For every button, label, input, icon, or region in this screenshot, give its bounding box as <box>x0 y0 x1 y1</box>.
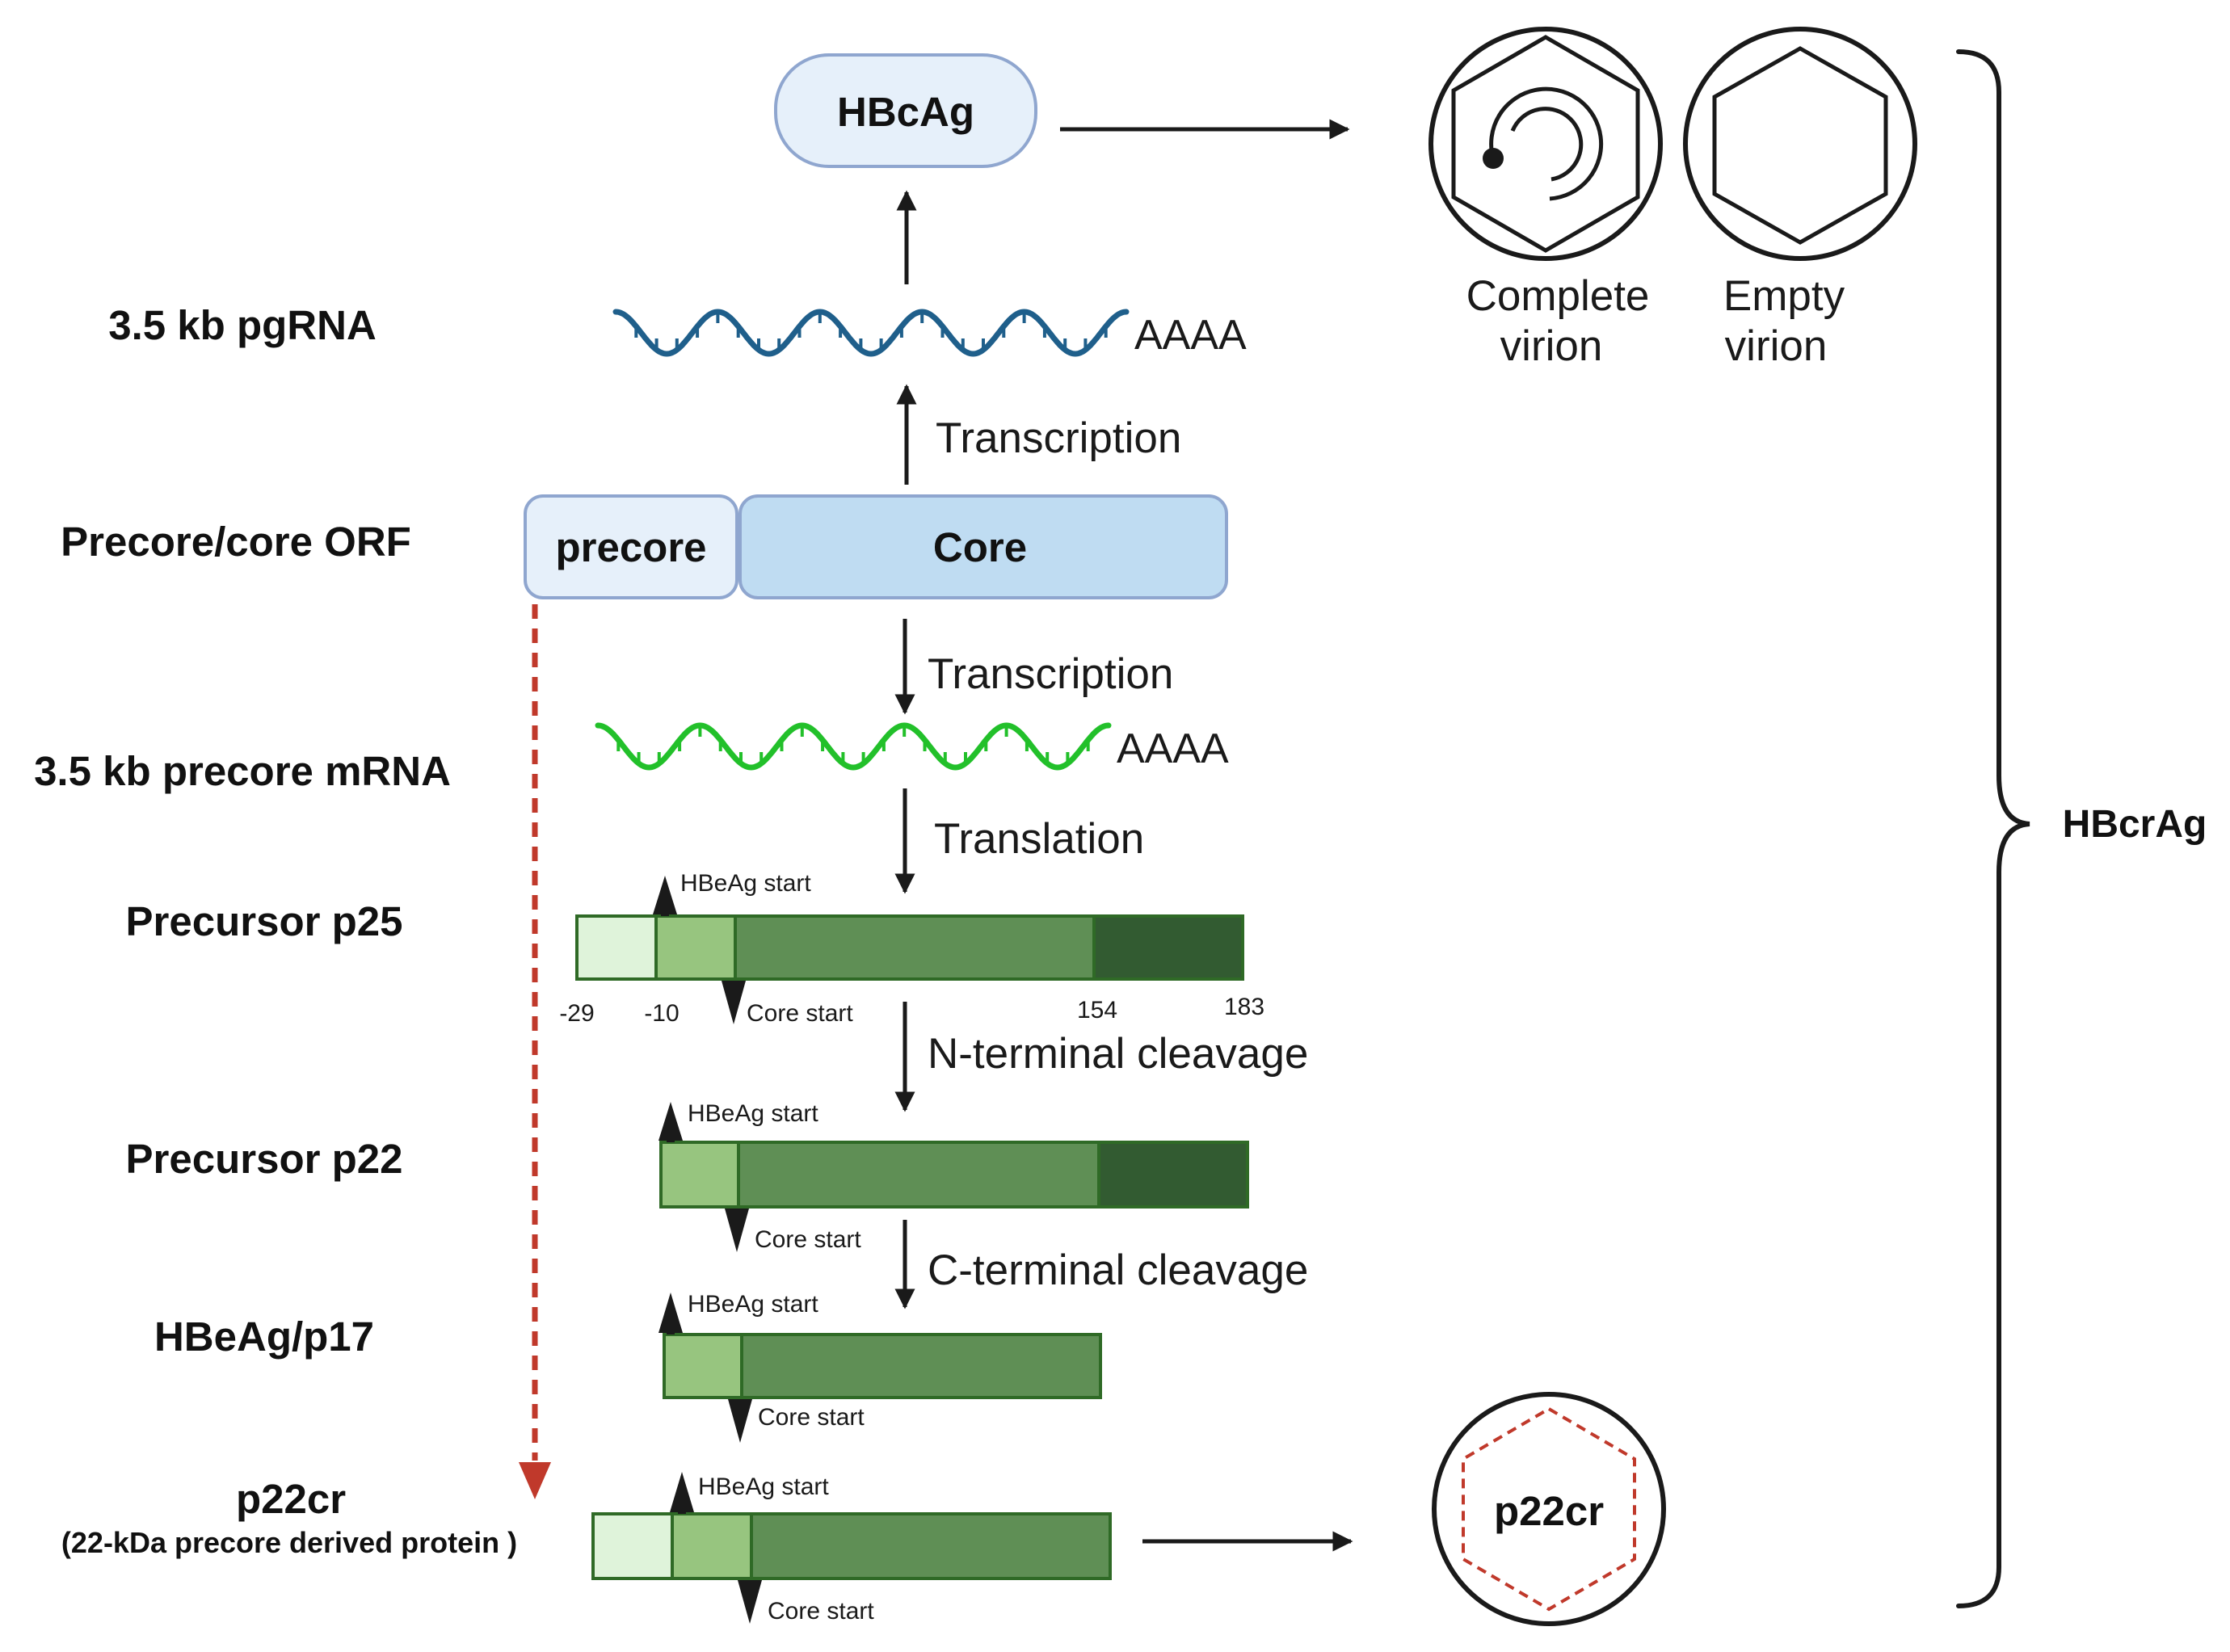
p22cr-circle-label: p22cr <box>1494 1488 1604 1534</box>
mrna-wave <box>595 722 1112 771</box>
p22cr-core-start-arrow <box>738 1580 762 1624</box>
hbeag-protein-bar <box>663 1333 1102 1399</box>
row-label-hbeag: HBeAg/p17 <box>154 1314 374 1360</box>
mrna-ticks <box>616 725 1090 763</box>
pos-minus-29: -29 <box>559 1000 594 1027</box>
pgrna-polya: AAAA <box>1134 312 1247 359</box>
step-transcription-down: Transcription <box>928 650 1173 698</box>
row-label-p25: Precursor p25 <box>125 898 402 944</box>
p25-seg-precore <box>575 914 658 981</box>
core-label: Core <box>933 524 1027 570</box>
pos-183: 183 <box>1224 994 1264 1020</box>
p25-hbeag-start-label: HBeAg start <box>680 870 811 897</box>
precore-mrna-strand <box>595 722 1112 771</box>
empty-virion-outer-circle <box>1683 27 1917 261</box>
complete-virion-icon <box>1428 27 1663 261</box>
hbeag-seg-pre10 <box>663 1333 743 1399</box>
p25-core-start-label: Core start <box>747 1000 853 1027</box>
precore-dashed-arrowhead <box>519 1462 551 1499</box>
complete-virion-hexagon <box>1451 35 1640 253</box>
hbcag-label: HBcAg <box>837 89 974 135</box>
p22cr-seg-precore <box>591 1512 674 1580</box>
step-transcription-up: Transcription <box>936 414 1181 462</box>
p22-hbeag-start-arrow <box>658 1102 683 1141</box>
complete-virion-label-line1: Complete <box>1466 272 1650 320</box>
p22-hbeag-start-stem <box>667 1124 675 1142</box>
step-translation: Translation <box>934 815 1144 863</box>
empty-virion-hexagon <box>1712 46 1888 245</box>
p22cr-core-start-label: Core start <box>768 1598 874 1625</box>
pgrna-strand <box>612 309 1130 357</box>
empty-virion-icon <box>1683 27 1917 261</box>
p25-core-start-arrow <box>722 981 746 1024</box>
p22-core-start-label: Core start <box>755 1226 861 1253</box>
p22cr-hbeag-start-stem <box>678 1494 686 1514</box>
row-label-p22cr-sub: (22-kDa precore derived protein ) <box>61 1526 517 1559</box>
empty-virion-label-line1: Empty <box>1723 272 1845 320</box>
p22cr-hbeag-start-label: HBeAg start <box>698 1473 829 1500</box>
pos-minus-10: -10 <box>644 1000 679 1027</box>
row-label-orf: Precore/core ORF <box>61 519 411 565</box>
pgrna-wave <box>612 309 1130 357</box>
p25-seg-core <box>734 914 1096 981</box>
complete-virion-genome-arc <box>1489 86 1604 201</box>
p25-hbeag-start-stem <box>661 898 669 916</box>
p25-protein-bar <box>575 914 1244 981</box>
hbeag-core-start-arrow <box>728 1399 752 1443</box>
complete-virion-polymerase-dot <box>1483 148 1504 169</box>
p22-seg-core <box>737 1141 1100 1209</box>
p22cr-seg-core <box>750 1512 1112 1580</box>
empty-virion-label-line2: virion <box>1725 322 1828 370</box>
p22cr-dashed-hexagon <box>1462 1406 1636 1612</box>
complete-virion-outer-circle <box>1428 27 1663 261</box>
hbcrag-label: HBcrAg <box>2063 803 2207 846</box>
complete-virion-inner-arc <box>1510 107 1584 182</box>
hbcag-box <box>774 53 1037 168</box>
p25-seg-cterm <box>1092 914 1244 981</box>
row-label-pgrna: 3.5 kb pgRNA <box>108 302 377 348</box>
hbeag-core-start-label: Core start <box>758 1404 865 1431</box>
hbeag-hbeag-start-arrow <box>658 1293 683 1333</box>
p25-hbeag-start-arrow <box>653 876 677 914</box>
row-label-p22cr: p22cr <box>236 1476 346 1522</box>
p25-seg-pre10 <box>654 914 737 981</box>
p22-seg-cterm <box>1097 1141 1249 1209</box>
p22-protein-bar <box>659 1141 1249 1209</box>
pos-154: 154 <box>1077 997 1117 1024</box>
precore-label: precore <box>555 524 706 570</box>
p22-seg-pre10 <box>659 1141 740 1209</box>
precore-box <box>524 494 738 599</box>
hbeag-hbeag-start-stem <box>667 1315 675 1335</box>
hbeag-seg-core <box>740 1333 1102 1399</box>
step-n-cleavage: N-terminal cleavage <box>928 1030 1308 1078</box>
row-label-p22: Precursor p22 <box>125 1136 402 1182</box>
p22-hbeag-start-label: HBeAg start <box>688 1100 818 1127</box>
p22cr-protein-bar <box>591 1512 1112 1580</box>
complete-virion-label-line2: virion <box>1500 322 1603 370</box>
pgrna-ticks <box>634 312 1108 350</box>
p22cr-hbeag-start-arrow <box>670 1472 694 1512</box>
core-box <box>738 494 1228 599</box>
hbeag-hbeag-start-label: HBeAg start <box>688 1291 818 1318</box>
step-c-cleavage: C-terminal cleavage <box>928 1246 1308 1294</box>
hbcrag-brace <box>1956 49 2030 1608</box>
p22cr-circle <box>1432 1392 1666 1626</box>
mrna-polya: AAAA <box>1117 725 1229 772</box>
p22-core-start-arrow <box>725 1209 749 1252</box>
row-label-precore-mrna: 3.5 kb precore mRNA <box>34 748 451 794</box>
p22cr-seg-pre10 <box>671 1512 753 1580</box>
